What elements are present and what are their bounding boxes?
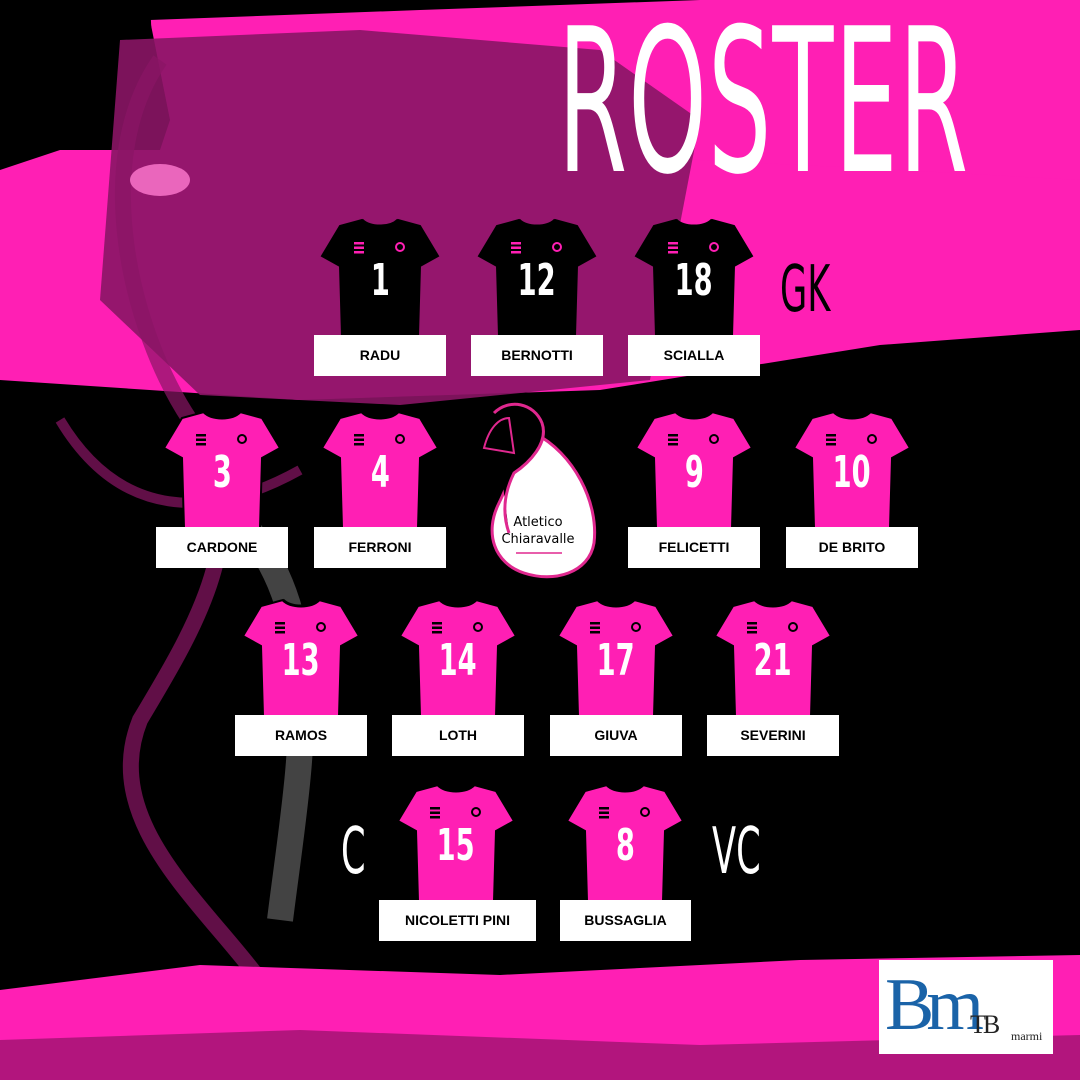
player-name: NICOLETTI PINI bbox=[379, 900, 536, 941]
jersey-number: 17 bbox=[597, 635, 635, 686]
player-name: FELICETTI bbox=[628, 527, 760, 568]
player-name: SEVERINI bbox=[707, 715, 839, 756]
player-name: BERNOTTI bbox=[471, 335, 603, 376]
jersey-icon bbox=[320, 218, 440, 337]
captain-label: C bbox=[341, 815, 366, 889]
player-name: BUSSAGLIA bbox=[560, 900, 691, 941]
jersey-icon bbox=[556, 598, 676, 717]
jersey-icon bbox=[398, 598, 518, 717]
jersey-icon bbox=[713, 598, 833, 717]
jersey-icon bbox=[320, 410, 440, 529]
player-name: RADU bbox=[314, 335, 446, 376]
logo-text-line1: Atletico bbox=[513, 515, 562, 530]
jersey-number: 4 bbox=[370, 447, 390, 498]
player-name: DE BRITO bbox=[786, 527, 918, 568]
jersey-number: 12 bbox=[518, 255, 556, 306]
vice-captain-label: VC bbox=[712, 815, 761, 889]
jersey-number: 14 bbox=[439, 635, 477, 686]
sponsor-word: marmi bbox=[1011, 1029, 1043, 1043]
jersey-icon bbox=[565, 783, 685, 902]
jersey-number: 10 bbox=[833, 447, 871, 498]
jersey-icon bbox=[634, 218, 754, 337]
jersey-number: 3 bbox=[212, 447, 232, 498]
page-title: ROSTER bbox=[557, 0, 970, 219]
sponsor-mark: Bm bbox=[885, 964, 984, 1046]
jersey-number: 15 bbox=[437, 820, 475, 871]
jersey-icon bbox=[477, 218, 597, 337]
jersey-icon bbox=[162, 410, 282, 529]
logo-text-line2: Chiaravalle bbox=[501, 532, 574, 547]
player-name: RAMOS bbox=[235, 715, 367, 756]
player-name: GIUVA bbox=[550, 715, 682, 756]
player-name: SCIALLA bbox=[628, 335, 760, 376]
jersey-icon bbox=[792, 410, 912, 529]
jersey-number: 18 bbox=[675, 255, 713, 306]
jersey-number: 1 bbox=[370, 255, 390, 306]
jersey-number: 9 bbox=[684, 447, 704, 498]
jersey-number: 21 bbox=[754, 635, 792, 686]
sponsor-logo: Bm TB marmi bbox=[879, 960, 1053, 1054]
player-name: LOTH bbox=[392, 715, 524, 756]
club-logo: Atletico Chiaravalle bbox=[482, 402, 597, 579]
player-name: CARDONE bbox=[156, 527, 288, 568]
sponsor-sub: TB bbox=[970, 1010, 1000, 1039]
player-name: FERRONI bbox=[314, 527, 446, 568]
jersey-number: 13 bbox=[282, 635, 320, 686]
jersey-icon bbox=[634, 410, 754, 529]
gk-label: GK bbox=[780, 253, 831, 327]
jersey-icon bbox=[396, 783, 516, 902]
jersey-icon bbox=[241, 598, 361, 717]
jersey-number: 8 bbox=[615, 820, 635, 871]
